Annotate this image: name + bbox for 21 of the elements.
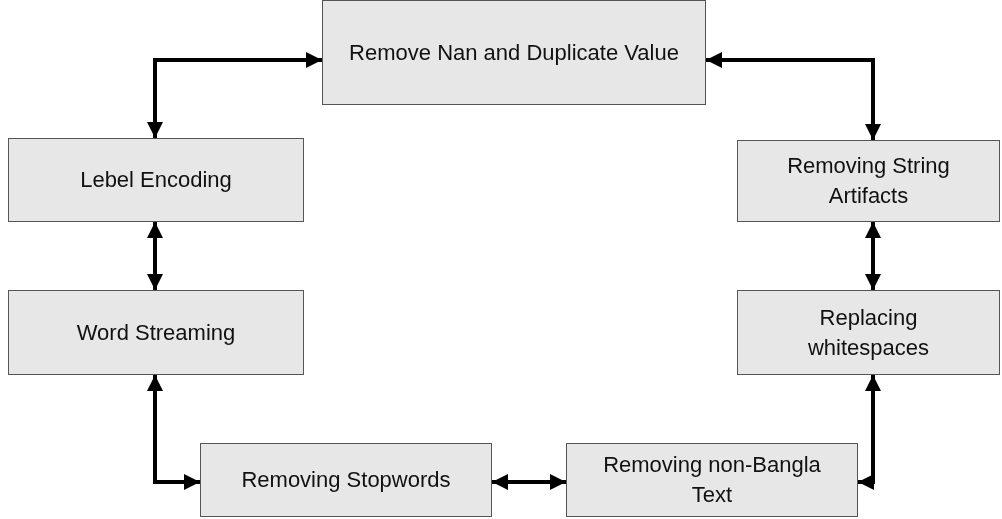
box-label: Lebel Encoding xyxy=(79,166,233,194)
box-label: Removing String Artifacts xyxy=(786,152,951,210)
box-label: Remove Nan and Duplicate Value xyxy=(348,38,680,67)
process-box xyxy=(322,0,706,105)
double-arrow xyxy=(858,375,881,490)
double-arrow xyxy=(147,375,200,490)
double-arrow xyxy=(706,52,881,140)
box-label: Replacing whitespaces xyxy=(806,303,931,362)
process-box xyxy=(8,138,304,222)
process-box xyxy=(737,140,1000,222)
process-box xyxy=(8,290,304,375)
box-label: Word Streaming xyxy=(75,318,237,347)
box-label: Removing Stopwords xyxy=(240,466,452,494)
process-box xyxy=(566,443,858,517)
double-arrow xyxy=(147,52,322,138)
double-arrow xyxy=(147,222,163,290)
double-arrow xyxy=(865,222,881,290)
process-box xyxy=(737,290,1000,375)
process-box xyxy=(200,443,492,517)
box-label: Removing non-Bangla Text xyxy=(602,451,822,509)
double-arrow xyxy=(492,474,566,490)
